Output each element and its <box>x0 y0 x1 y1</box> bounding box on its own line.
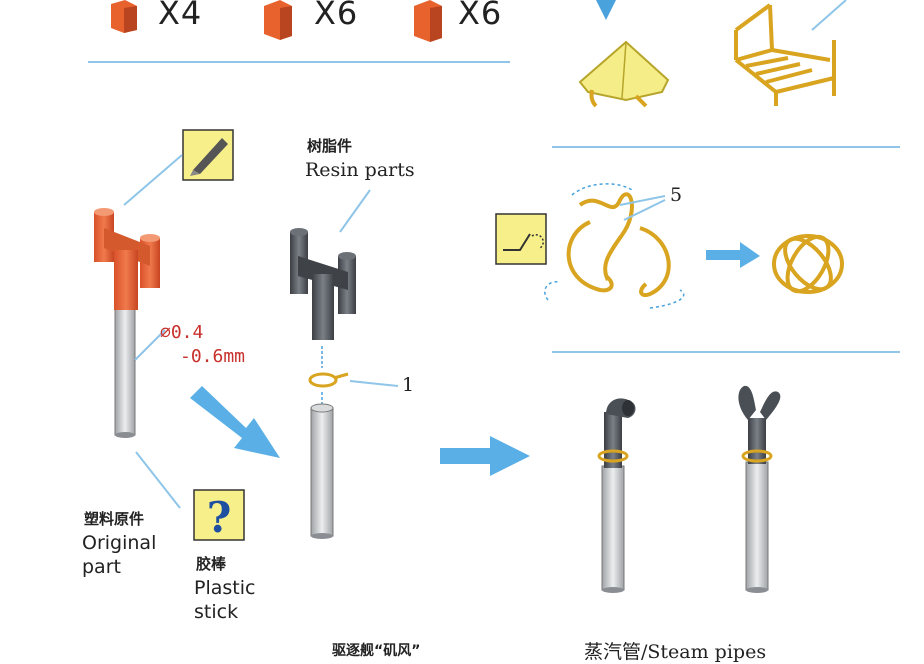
steam-pipe-2 <box>738 385 781 593</box>
svg-text:?: ? <box>207 493 232 542</box>
knife-icon <box>182 129 234 181</box>
count-block-2 <box>264 0 292 40</box>
leader-knife <box>123 154 183 206</box>
pointer-triangle <box>596 0 616 20</box>
original-label-en1: Original <box>82 532 157 554</box>
plastic-stick-middle <box>310 403 334 539</box>
leader-original <box>135 451 181 509</box>
cone-part <box>578 40 670 108</box>
count-x4: X4 <box>158 0 203 32</box>
arrow-bend-result <box>706 242 760 268</box>
count-x6-a: X6 <box>314 0 359 32</box>
footer-ship-name: 驱逐舰“矶风” <box>332 643 421 659</box>
divider-lines <box>88 61 900 353</box>
rack-part <box>734 3 836 106</box>
leader-part5-b <box>623 199 666 221</box>
bend-icon <box>495 213 547 265</box>
leader-part5-a <box>619 195 666 206</box>
question-icon: ? <box>193 489 245 542</box>
leader-resin <box>339 189 371 233</box>
resin-part <box>290 228 356 340</box>
count-x6-b: X6 <box>458 0 503 32</box>
footer-steam-pipes: 蒸汽管/Steam pipes <box>584 641 767 663</box>
count-block-1 <box>111 0 137 33</box>
dimension-line2: -0.6mm <box>180 346 246 367</box>
arrow-to-result <box>440 436 530 476</box>
stick-label-en1: Plastic <box>194 577 256 599</box>
count-block-3 <box>414 0 442 42</box>
brass-ring-1 <box>308 372 349 388</box>
original-label-en2: part <box>82 556 121 578</box>
brass-sphere <box>772 234 844 294</box>
resin-label-en: Resin parts <box>305 159 415 181</box>
stick-label-zh: 胶棒 <box>196 555 227 573</box>
callout-part5: 5 <box>670 184 683 206</box>
rotation-arrows <box>544 183 685 309</box>
original-label-zh: 塑料原件 <box>84 510 145 528</box>
leader-top-right <box>811 0 847 31</box>
arrow-to-assembly <box>190 386 280 458</box>
brass-loops-flat <box>566 192 671 297</box>
steam-pipe-1 <box>597 398 636 593</box>
leader-dimension <box>134 329 166 361</box>
leader-part1 <box>349 380 399 387</box>
dimension-line1: ∅0.4 <box>160 322 204 343</box>
stick-label-en2: stick <box>194 601 239 623</box>
resin-label-zh: 树脂件 <box>307 137 353 155</box>
callout-part1: 1 <box>402 374 415 396</box>
original-part <box>94 208 160 438</box>
